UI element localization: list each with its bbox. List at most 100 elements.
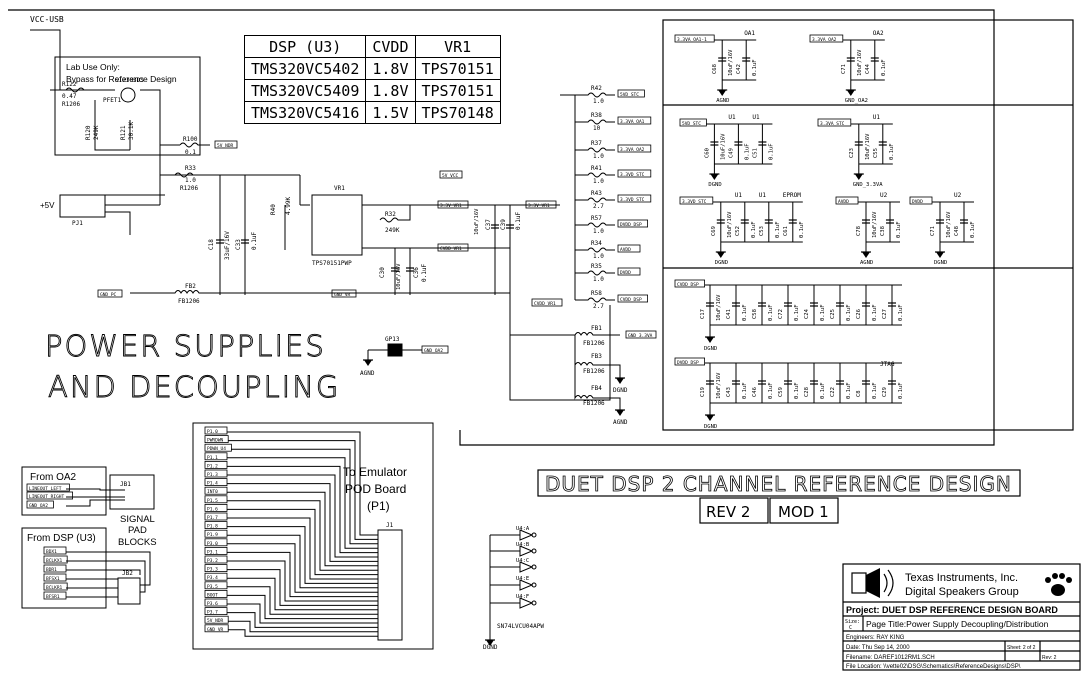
signal-pad-blocks [21,466,155,609]
c18-val: 33uF/16V [224,231,231,260]
project-label: Project: DUET DSP REFERENCE DESIGN BOARD [846,605,1058,615]
capacitor-ref: C69 [711,226,717,236]
capacitor-ref: C48 [954,226,960,236]
c33-ref: C33 [235,239,242,250]
capacitor-value: 0.1uF [742,304,748,321]
capacitor-value: 0.1uF [744,143,750,160]
vr1-part: TPS70151PWP [312,260,352,267]
signal-label-2: PAD [128,525,147,536]
emulator-net: P3.6 [207,601,218,607]
resistor-value: 1.0 [593,153,604,160]
capacitor-value: 0.1uF [820,382,826,399]
fb4-ref: FB4 [591,385,602,392]
emulator-net: INT0 [207,489,218,495]
ground-label: GND_OA2 [845,98,868,104]
dsp-table-cell: TPS70151 [414,79,501,102]
dsp-table-header-dsp: DSP (U3) [243,35,367,58]
decoupling-net: DVDD [912,199,923,205]
ground-label: GND_3.3VA [853,182,883,188]
emulator-connector [192,422,434,650]
vcc-usb-label: VCC-USB [30,15,64,24]
capacitor-ref: C41 [726,309,732,319]
ti-speaker-logo [851,568,894,598]
regulator-vr1 [311,194,611,401]
capacitor-ref: C68 [712,64,718,74]
sheet-frame [8,9,1074,446]
resistor-ref: R42 [591,85,602,92]
capacitor-ref: C42 [736,64,742,74]
company-line2: Digital Speakers Group [905,586,1019,598]
inverter-buffer: U4:AU4:BU4:CU4:EU4:F [484,526,537,647]
capacitor-value: 10uF/16V [946,211,952,238]
ground-label: DGND [934,260,947,266]
ground-label: DGND [715,260,728,266]
capacitor-ref: C26 [856,309,862,319]
r32-ref: R32 [385,211,396,218]
emulator-net: P3.3 [207,567,218,573]
date: Date: Thu Sep 14, 2000 [846,645,910,651]
resistor-net: 3.3VA_OA1 [620,119,645,125]
big-title-line1: POWER SUPPLIES [45,329,326,363]
net-3v3-vr1-b: 3.3V_VR1 [528,203,550,209]
resistor-ref: R41 [591,165,602,172]
gp13-ref: GP13 [385,336,400,343]
company-line1: Texas Instruments, Inc. [905,572,1018,584]
resistor-net: DVDD_DSP [620,222,642,228]
capacitor-ref: C49 [728,148,734,158]
capacitor-ref: C58 [752,309,758,319]
dsp-table-cell: 1.8V [365,57,416,80]
dsp-net: BDX1 [46,549,57,555]
fb1-pkg: FB1206 [583,340,605,347]
resistor-ref: R34 [591,240,602,247]
dsp-net: BDR1 [46,567,57,573]
capacitor-value: 0.1uF [751,221,757,238]
buffer-part: SN74LVCU04APW [497,623,544,630]
size-label: Size: [845,619,860,625]
resistor-ref: R58 [591,290,602,297]
c37-ref: C37 [485,219,492,230]
capacitor-value: 0.1uF [846,382,852,399]
capacitor-ref: C19 [700,387,706,397]
emulator-net: P1.2 [207,463,218,469]
resistor-net: CVDD_DSP [620,297,642,303]
engineers: Engineers: RAY KING [846,635,905,641]
emulator-net: 5V_NDR [207,618,224,624]
net-5v-ndr: 5V_NDR [217,143,234,149]
capacitor-ref: C78 [856,226,862,236]
buffer-gnd: DGND [483,644,498,651]
capacitor-value: 0.1uF [794,382,800,399]
net-5v-vcc: 5V_VCC [442,173,459,179]
chip-label: U2 [880,192,888,199]
r122-val: 0.47 [62,93,77,100]
j1-ref: J1 [386,522,394,529]
r120-val: 249K [93,125,100,140]
capacitor-ref: C38 [880,226,886,236]
dsp-table-cell: 1.8V [365,79,416,102]
decoupling-net: 5VD_STC [682,121,701,127]
decoupling-net: DVDD_DSP [677,360,699,366]
capacitor-value: 0.1uF [898,382,904,399]
dsp-table-cell: 1.5V [365,101,416,124]
gp13-agnd: AGND [360,370,375,377]
emulator-net: P1.5 [207,498,218,504]
dsp-table-header-cvdd: CVDD [365,35,416,58]
capacitor-value: 0.1uF [742,382,748,399]
r120-label: R120 [85,125,92,140]
page-title: Page Title:Power Supply Decoupling/Distr… [866,619,1049,629]
ground-label: DGND [704,346,717,352]
ground-label: DGND [708,182,721,188]
oa2-net: LINEOUT_LEFT [29,486,62,492]
vr1-ref: VR1 [334,185,345,192]
gate-label: U4:A [516,526,530,532]
fb3-ref: FB3 [591,353,602,360]
pfet-name: PFET1 [103,97,121,104]
emulator-net: P1.1 [207,455,218,461]
dsp-net: BFSX1 [46,576,60,582]
decoupling-net: 3.3VA_OA2 [812,37,837,43]
fb3-pkg: FB1206 [583,368,605,375]
decoupling-net: AVDD [838,199,849,205]
signal-label-3: BLOCKS [118,537,157,548]
dsp-table: DSP (U3) CVDD VR1 TMS320VC5402 1.8V TPS7… [243,35,501,124]
emulator-net: P1.7 [207,515,218,521]
emulator-net: P3.0 [207,541,218,547]
